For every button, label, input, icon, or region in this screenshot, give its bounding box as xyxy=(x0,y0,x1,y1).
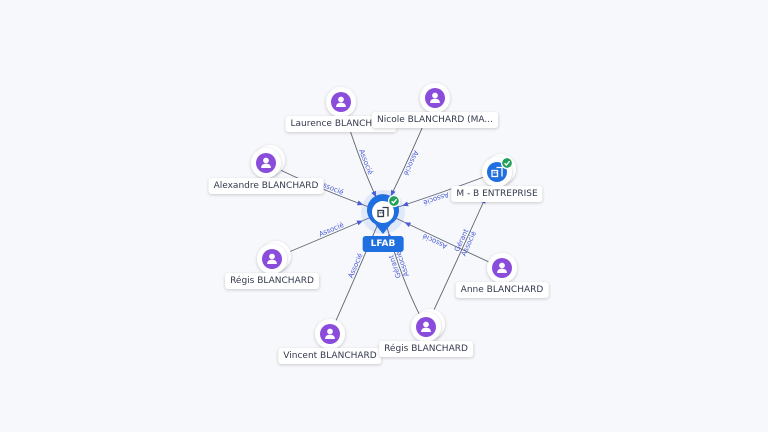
edge-arrow xyxy=(390,189,396,197)
verified-check-icon xyxy=(500,156,514,170)
center-node[interactable] xyxy=(361,190,405,234)
node-alexandre[interactable] xyxy=(251,145,285,178)
edge-arrow xyxy=(356,200,364,206)
person-icon xyxy=(336,96,346,107)
person-icon xyxy=(261,157,271,168)
node-nicole[interactable] xyxy=(420,83,450,113)
verified-check-icon xyxy=(387,194,401,208)
edge-label: Associé xyxy=(422,190,450,206)
person-icon xyxy=(497,262,507,273)
edge-arrow xyxy=(356,220,363,226)
node-label-regis1[interactable]: Régis BLANCHARD xyxy=(225,273,319,289)
person-icon xyxy=(267,253,277,264)
node-mb[interactable] xyxy=(482,154,516,187)
center-label[interactable]: LFAB xyxy=(362,236,404,252)
node-label-regis2[interactable]: Régis BLANCHARD xyxy=(379,341,473,357)
node-laurence[interactable] xyxy=(326,87,356,117)
person-icon xyxy=(325,328,335,339)
edge-label: Associé xyxy=(357,148,374,176)
node-label-mb[interactable]: M - B ENTREPRISE xyxy=(451,186,543,202)
person-icon xyxy=(421,321,431,332)
node-label-anne[interactable]: Anne BLANCHARD xyxy=(455,282,549,298)
edge-arrow xyxy=(371,190,377,198)
edge-arrow xyxy=(404,222,412,228)
node-label-laurence[interactable]: Laurence BLANCHARD xyxy=(285,116,397,132)
node-label-nicole[interactable]: Nicole BLANCHARD (MA... xyxy=(372,112,498,128)
building-icon xyxy=(491,166,503,178)
node-label-vincent[interactable]: Vincent BLANCHARD xyxy=(278,348,382,364)
edge-arrow xyxy=(402,201,409,207)
node-vincent[interactable] xyxy=(315,319,345,349)
node-regis2[interactable] xyxy=(411,309,445,342)
node-label-alexandre[interactable]: Alexandre BLANCHARD xyxy=(208,178,324,194)
building-icon xyxy=(377,206,389,218)
node-regis1[interactable] xyxy=(257,241,291,274)
edge-label: Associé xyxy=(347,252,365,279)
person-icon xyxy=(430,92,440,103)
node-anne[interactable] xyxy=(487,253,517,283)
